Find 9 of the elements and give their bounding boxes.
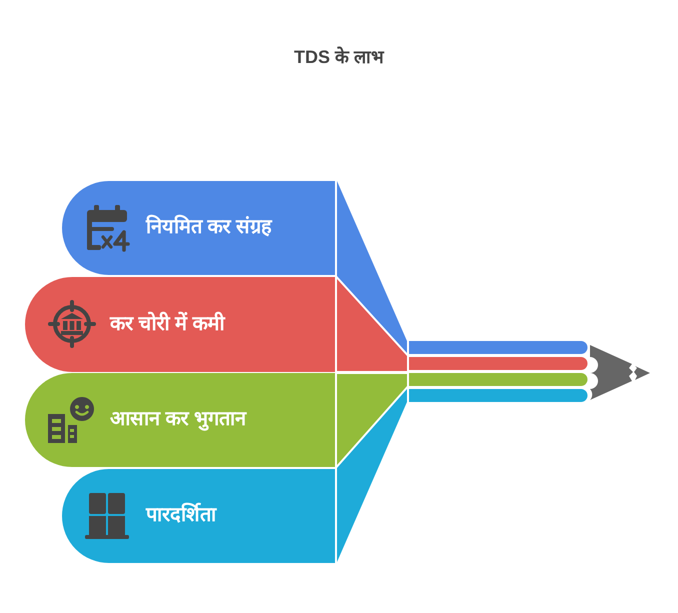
benefit-text: कर चोरी में कमी [110, 310, 225, 336]
rounded-band [25, 277, 335, 372]
benefit-text: नियमित कर संग्रह [146, 214, 272, 240]
rounded-band [62, 469, 335, 563]
benefit-text: पारदर्शिता [146, 502, 216, 528]
rounded-band [25, 373, 335, 467]
title: TDS के लाभ [294, 47, 384, 67]
benefit-text: आसान कर भुगतान [110, 407, 246, 433]
rounded-band [62, 181, 335, 275]
